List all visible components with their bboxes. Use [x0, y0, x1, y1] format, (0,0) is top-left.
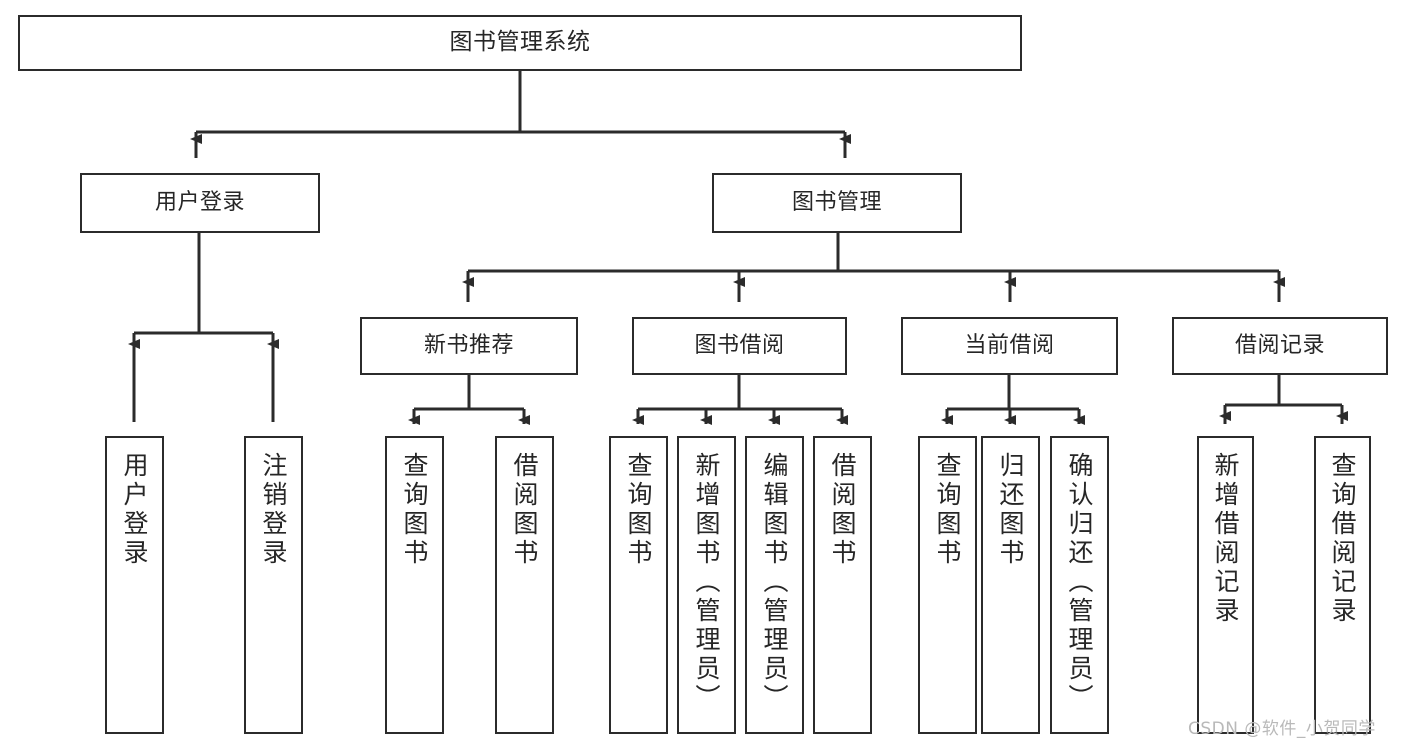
- node-leaf-borrow-book-1[interactable]: 借阅图书: [495, 436, 554, 734]
- node-borrow-record[interactable]: 借阅记录: [1172, 317, 1388, 375]
- node-leaf-query-book-1[interactable]: 查询图书: [385, 436, 444, 734]
- node-leaf-query-book-2-label: 查询图书: [624, 452, 653, 568]
- node-leaf-add-record-label: 新增借阅记录: [1211, 452, 1240, 626]
- node-root-label: 图书管理系统: [449, 29, 591, 56]
- node-leaf-confirm-return-admin[interactable]: 确认归还（管理员）: [1050, 436, 1109, 734]
- node-leaf-confirm-return-admin-label: 确认归还（管理员）: [1065, 452, 1094, 713]
- node-leaf-query-book-3-label: 查询图书: [933, 452, 962, 568]
- node-book-manage[interactable]: 图书管理: [712, 173, 962, 233]
- node-leaf-edit-book-admin[interactable]: 编辑图书（管理员）: [745, 436, 804, 734]
- node-book-borrow-label: 图书借阅: [694, 332, 785, 358]
- node-leaf-return-book-label: 归还图书: [996, 452, 1025, 568]
- node-leaf-query-record-label: 查询借阅记录: [1328, 452, 1357, 626]
- node-root[interactable]: 图书管理系统: [18, 15, 1022, 71]
- node-leaf-query-record[interactable]: 查询借阅记录: [1314, 436, 1371, 734]
- node-new-book-recommend-label: 新书推荐: [423, 332, 514, 358]
- node-current-borrow[interactable]: 当前借阅: [901, 317, 1118, 375]
- node-leaf-add-book-admin[interactable]: 新增图书（管理员）: [677, 436, 736, 734]
- node-leaf-add-book-admin-label: 新增图书（管理员）: [692, 452, 721, 713]
- node-leaf-user-login-label: 用户登录: [120, 452, 149, 568]
- node-leaf-borrow-book-2-label: 借阅图书: [828, 452, 857, 568]
- watermark-text: CSDN @软件_小贺同学: [1188, 719, 1376, 739]
- node-leaf-query-book-1-label: 查询图书: [400, 452, 429, 568]
- node-user-login[interactable]: 用户登录: [80, 173, 320, 233]
- node-leaf-borrow-book-1-label: 借阅图书: [510, 452, 539, 568]
- node-leaf-logout[interactable]: 注销登录: [244, 436, 303, 734]
- node-book-manage-label: 图书管理: [791, 189, 882, 215]
- node-book-borrow[interactable]: 图书借阅: [632, 317, 847, 375]
- node-user-login-label: 用户登录: [154, 189, 245, 215]
- node-borrow-record-label: 借阅记录: [1234, 332, 1325, 358]
- node-leaf-user-login[interactable]: 用户登录: [105, 436, 164, 734]
- node-leaf-return-book[interactable]: 归还图书: [981, 436, 1040, 734]
- node-new-book-recommend[interactable]: 新书推荐: [360, 317, 578, 375]
- node-leaf-query-book-2[interactable]: 查询图书: [609, 436, 668, 734]
- node-current-borrow-label: 当前借阅: [964, 332, 1055, 358]
- node-leaf-edit-book-admin-label: 编辑图书（管理员）: [760, 452, 789, 713]
- node-leaf-query-book-3[interactable]: 查询图书: [918, 436, 977, 734]
- node-leaf-add-record[interactable]: 新增借阅记录: [1197, 436, 1254, 734]
- node-leaf-borrow-book-2[interactable]: 借阅图书: [813, 436, 872, 734]
- node-leaf-logout-label: 注销登录: [259, 452, 288, 568]
